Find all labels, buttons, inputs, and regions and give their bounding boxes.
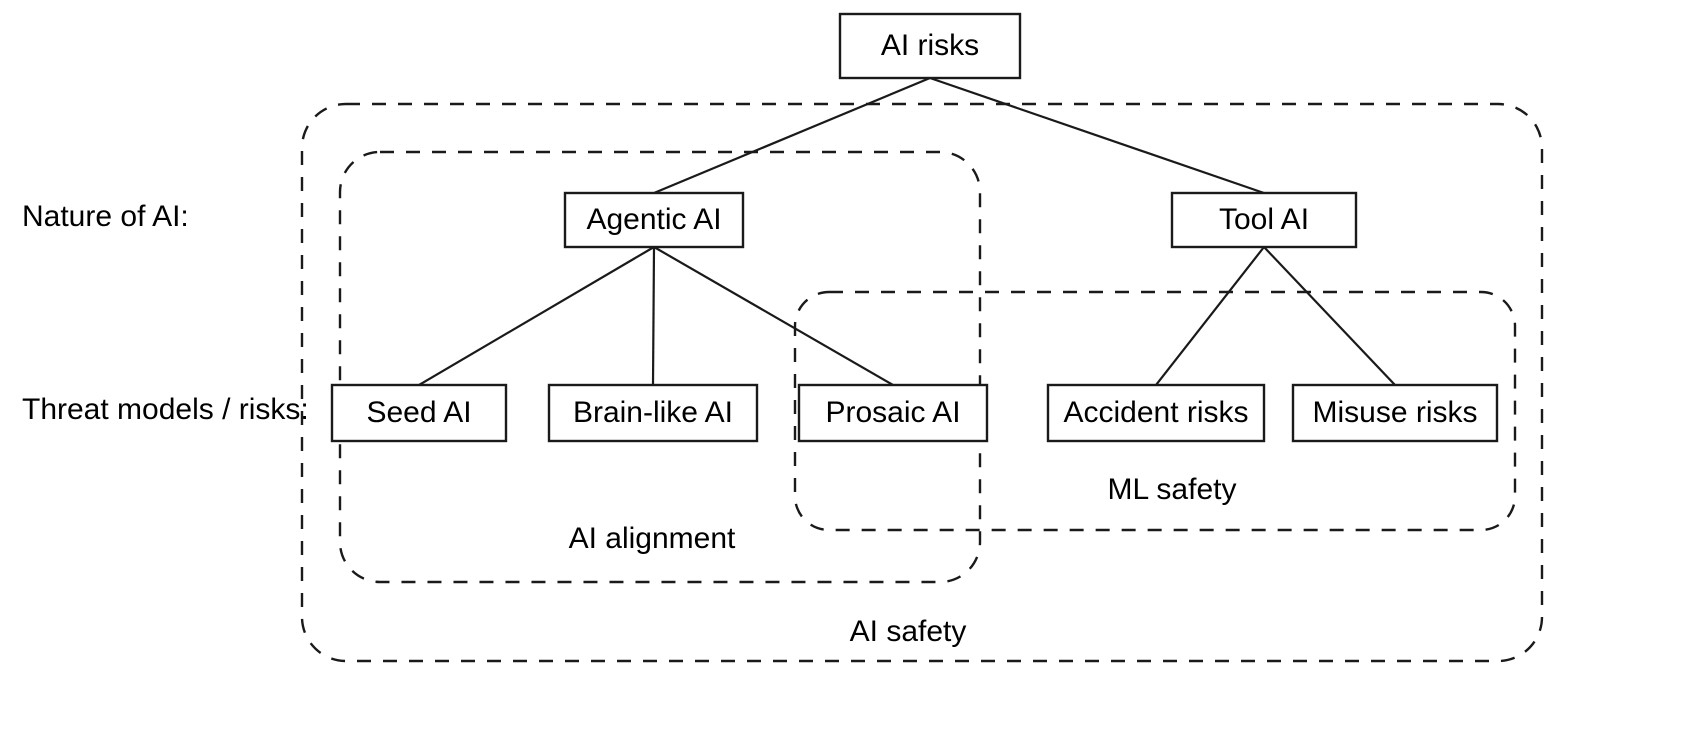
node-label-seed-ai: Seed AI bbox=[366, 396, 471, 429]
edge-tool-to-misuse bbox=[1263, 246, 1396, 386]
node-seed-ai[interactable]: Seed AI bbox=[330, 383, 508, 443]
node-box-seed-ai[interactable] bbox=[330, 383, 508, 443]
edges-layer bbox=[418, 76, 1396, 386]
edge-tool-to-accident bbox=[1155, 246, 1265, 386]
row-label-threat-models: Threat models / risks: bbox=[22, 393, 309, 426]
node-label-prosaic-ai: Prosaic AI bbox=[825, 396, 960, 429]
node-label-accident-risks: Accident risks bbox=[1063, 396, 1248, 429]
edge-ai-risks-to-tool-ai bbox=[929, 76, 1265, 195]
row-labels-layer: Nature of AI: Threat models / risks: bbox=[22, 200, 309, 426]
edge-agentic-to-brain-like bbox=[651, 246, 656, 386]
node-label-agentic-ai: Agentic AI bbox=[586, 203, 721, 236]
node-box-misuse-risks[interactable] bbox=[1291, 383, 1499, 443]
node-box-accident-risks[interactable] bbox=[1046, 383, 1266, 443]
edge-agentic-to-prosaic bbox=[653, 246, 894, 386]
group-label-ai-safety: AI safety bbox=[850, 615, 967, 648]
node-brain-like-ai[interactable]: Brain-like AI bbox=[547, 383, 759, 443]
node-agentic-ai[interactable]: Agentic AI bbox=[563, 191, 745, 249]
edge-ai-risks-to-agentic-ai bbox=[653, 76, 931, 195]
group-label-ai-alignment: AI alignment bbox=[569, 522, 736, 555]
node-label-brain-like-ai: Brain-like AI bbox=[573, 396, 733, 429]
node-box-tool-ai[interactable] bbox=[1170, 191, 1358, 249]
node-ai-risks[interactable]: AI risks bbox=[838, 12, 1022, 80]
node-box-agentic-ai[interactable] bbox=[563, 191, 745, 249]
group-boundary-ai-safety bbox=[300, 102, 1544, 663]
group-boundaries-layer bbox=[300, 102, 1544, 663]
group-boundary-ml-safety bbox=[793, 290, 1517, 532]
node-label-ai-risks: AI risks bbox=[881, 29, 979, 62]
node-prosaic-ai[interactable]: Prosaic AI bbox=[797, 383, 989, 443]
node-label-tool-ai: Tool AI bbox=[1219, 203, 1309, 236]
row-label-nature-of-ai: Nature of AI: bbox=[22, 200, 189, 233]
node-label-misuse-risks: Misuse risks bbox=[1312, 396, 1477, 429]
node-tool-ai[interactable]: Tool AI bbox=[1170, 191, 1358, 249]
group-label-ml-safety: ML safety bbox=[1108, 473, 1237, 506]
group-boundary-ai-alignment bbox=[338, 150, 982, 584]
node-misuse-risks[interactable]: Misuse risks bbox=[1291, 383, 1499, 443]
node-accident-risks[interactable]: Accident risks bbox=[1046, 383, 1266, 443]
group-labels-layer: AI safety AI alignment ML safety bbox=[569, 473, 1237, 648]
edge-agentic-to-seed bbox=[418, 246, 655, 386]
node-box-prosaic-ai[interactable] bbox=[797, 383, 989, 443]
node-box-brain-like-ai[interactable] bbox=[547, 383, 759, 443]
node-box-ai-risks[interactable] bbox=[838, 12, 1022, 80]
